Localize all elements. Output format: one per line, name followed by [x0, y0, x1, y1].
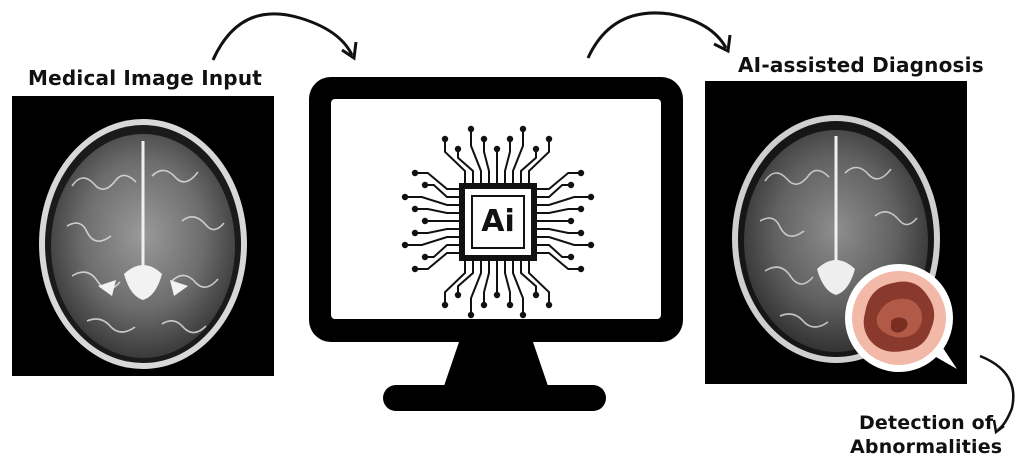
circuit-node: [493, 291, 501, 299]
diagnosis-brain-scan: [705, 81, 967, 384]
circuit-trace: [457, 261, 474, 295]
magnifier-icon: [845, 264, 957, 372]
circuit-node: [506, 301, 514, 309]
diagnosis-label: AI-assisted Diagnosis: [738, 53, 984, 77]
circuit-trace: [537, 252, 581, 270]
circuit-node: [454, 145, 462, 153]
circuit-node: [467, 125, 475, 133]
circuit-node: [411, 229, 419, 237]
circuit-trace: [444, 261, 466, 305]
circuit-node: [519, 311, 527, 319]
circuit-node: [421, 181, 429, 189]
circuit-node: [401, 241, 409, 249]
circuit-node: [441, 135, 449, 143]
circuit-trace: [457, 149, 474, 183]
circuit-trace: [537, 196, 591, 206]
circuit-trace: [537, 228, 581, 234]
detection-label-line2: Abnormalities: [850, 436, 1003, 458]
circuit-trace: [528, 261, 550, 305]
circuit-node: [577, 205, 585, 213]
circuit-trace: [444, 139, 466, 183]
input-label: Medical Image Input: [28, 66, 263, 90]
circuit-node: [411, 169, 419, 177]
circuit-trace: [470, 261, 482, 315]
circuit-trace: [405, 236, 459, 246]
circuit-trace: [470, 129, 482, 183]
circuit-trace: [520, 261, 537, 295]
circuit-node: [567, 253, 575, 261]
circuit-node: [545, 135, 553, 143]
circuit-node: [567, 181, 575, 189]
detection-label: Detection of Abnormalities: [850, 411, 1002, 459]
brain-scan-icon: [39, 119, 247, 369]
circuit-node: [480, 135, 488, 143]
circuit-node: [421, 253, 429, 261]
circuit-trace: [483, 139, 490, 183]
circuit-node: [493, 145, 501, 153]
circuit-node: [519, 125, 527, 133]
circuit-trace: [537, 208, 581, 214]
circuit-trace: [537, 236, 591, 246]
circuit-trace: [504, 261, 511, 305]
circuit-node: [567, 217, 575, 225]
circuit-node: [532, 145, 540, 153]
circuit-node: [411, 205, 419, 213]
circuit-trace: [528, 139, 550, 183]
circuit-node: [421, 217, 429, 225]
circuit-trace: [512, 129, 524, 183]
circuit-trace: [415, 208, 459, 214]
circuit-node: [506, 135, 514, 143]
chip-label: Ai: [481, 204, 515, 239]
circuit-node: [577, 229, 585, 237]
circuit-node: [480, 301, 488, 309]
circuit-node: [411, 265, 419, 273]
circuit-trace: [537, 184, 571, 198]
circuit-trace: [425, 244, 459, 258]
circuit-node: [467, 311, 475, 319]
circuit-trace: [415, 252, 459, 270]
circuit-trace: [415, 172, 459, 190]
circuit-trace: [537, 244, 571, 258]
circuit-node: [577, 265, 585, 273]
circuit-node: [401, 193, 409, 201]
circuit-trace: [512, 261, 524, 315]
circuit-node: [577, 169, 585, 177]
circuit-node: [587, 241, 595, 249]
circuit-trace: [504, 139, 511, 183]
circuit-node: [441, 301, 449, 309]
circuit-trace: [483, 261, 490, 305]
input-brain-scan: [12, 96, 274, 376]
circuit-node: [454, 291, 462, 299]
circuit-trace: [537, 172, 581, 190]
circuit-node: [532, 291, 540, 299]
circuit-trace: [520, 149, 537, 183]
circuit-node: [587, 193, 595, 201]
detection-label-line1: Detection of: [858, 412, 994, 434]
circuit-node: [545, 301, 553, 309]
circuit-trace: [425, 184, 459, 198]
circuit-trace: [405, 196, 459, 206]
circuit-trace: [415, 228, 459, 234]
